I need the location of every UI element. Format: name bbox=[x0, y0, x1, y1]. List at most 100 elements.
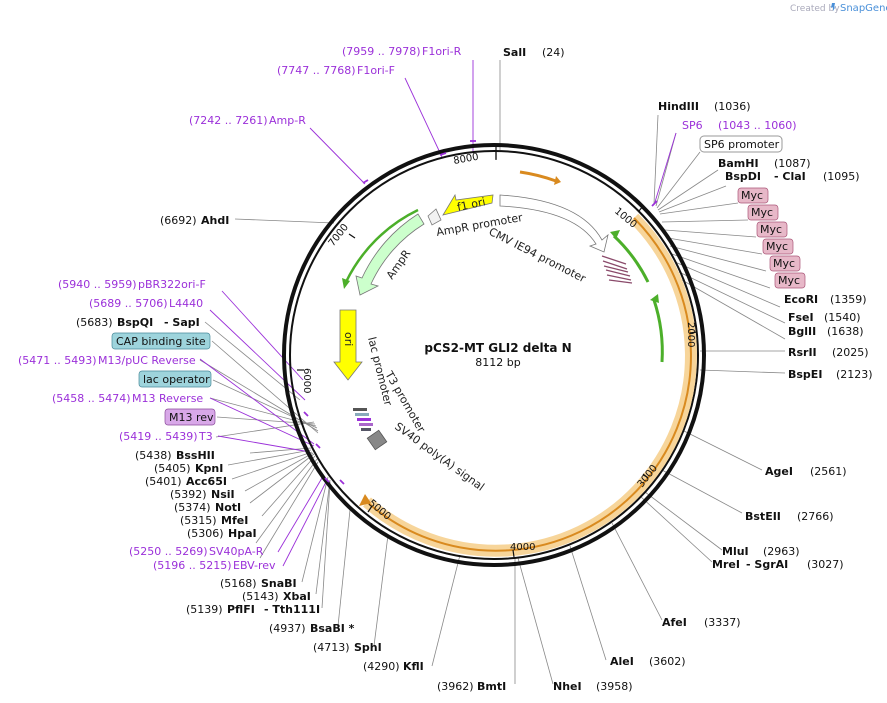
primer-name-l4440: L4440 bbox=[169, 297, 203, 310]
site-mlui-name: MluI bbox=[722, 545, 749, 558]
primer-range-t3: (5419 .. 5439) bbox=[119, 430, 198, 443]
site-alei-pos: (3602) bbox=[649, 655, 686, 668]
site-mfei-name: MfeI bbox=[221, 514, 248, 527]
site-afei-name: AfeI bbox=[662, 616, 687, 629]
lac-cluster bbox=[353, 408, 373, 431]
myc-label: Myc bbox=[766, 240, 788, 253]
snapgene-logo: SnapGene bbox=[840, 3, 887, 14]
site-bspdi-name: BspDI bbox=[725, 170, 761, 183]
site-bglii-name: BglII bbox=[788, 325, 816, 338]
site-xbai-name: XbaI bbox=[283, 590, 311, 603]
site-tth111i-name: - Tth111I bbox=[264, 603, 320, 616]
site-hpai-name: HpaI bbox=[228, 527, 257, 540]
site-sgrai-name: - SgrAI bbox=[746, 558, 788, 571]
ampr-green-arrow bbox=[344, 208, 419, 283]
site-rsrii-pos: (2025) bbox=[832, 346, 869, 359]
sv40-polya-label: SV40 poly(A) signal bbox=[392, 420, 487, 494]
myc-tag-region bbox=[601, 255, 633, 284]
site-alei-name: AleI bbox=[610, 655, 634, 668]
plasmid-name: pCS2-MT GLI2 delta N bbox=[424, 341, 571, 355]
primer-name-pbr322ori-f: pBR322ori-F bbox=[138, 278, 206, 291]
site-bsabi-pos: (4937) bbox=[269, 622, 306, 635]
primer-range-m13-reverse: (5458 .. 5474) bbox=[52, 392, 131, 405]
site-acc65i-pos: (5401) bbox=[145, 475, 182, 488]
site-mlui-pos: (2963) bbox=[763, 545, 800, 558]
m13-rev-label: M13 rev bbox=[169, 411, 214, 424]
primer-name-sv40pa-r: SV40pA-R bbox=[209, 545, 264, 558]
site-bsshii-pos: (5438) bbox=[135, 449, 172, 462]
primer-range-pbr322ori-f: (5940 .. 5959) bbox=[58, 278, 137, 291]
ampr-feature bbox=[355, 213, 425, 296]
insert-arrowhead bbox=[359, 494, 371, 506]
ori-label: ori bbox=[342, 332, 355, 346]
myc-label: Myc bbox=[741, 189, 763, 202]
site-pflfi-name: PflFI bbox=[227, 603, 255, 616]
myc-boxes: Myc Myc Myc Myc Myc Myc bbox=[737, 187, 806, 289]
site-sali-name: SalI bbox=[503, 46, 526, 59]
site-clai-name: - ClaI bbox=[774, 170, 806, 183]
upstream-orf-arrow bbox=[519, 170, 557, 183]
site-bmti-name: BmtI bbox=[477, 680, 506, 693]
site-pflfi-pos: (5139) bbox=[186, 603, 223, 616]
site-ecori-pos: (1359) bbox=[830, 293, 867, 306]
cap-binding-site-box bbox=[111, 332, 211, 350]
insert-green-arrow-2 bbox=[652, 299, 664, 363]
sv40-polya-feature bbox=[366, 429, 388, 451]
site-hpai-pos: (5306) bbox=[187, 527, 224, 540]
tick-1000: 1000 bbox=[612, 206, 639, 231]
tick-2000: 2000 bbox=[685, 322, 696, 347]
myc-label: Myc bbox=[760, 223, 782, 236]
primer-name-ebv-rev: EBV-rev bbox=[233, 559, 276, 572]
site-nhei-pos: (3958) bbox=[596, 680, 633, 693]
myc-label: Myc bbox=[751, 206, 773, 219]
backbone-inner-strand bbox=[289, 150, 699, 560]
primer-range-l4440: (5689 .. 5706) bbox=[89, 297, 168, 310]
site-mrei-pos: (3027) bbox=[807, 558, 844, 571]
site-nsii-name: NsiI bbox=[211, 488, 235, 501]
site-sapi-name: - SapI bbox=[164, 316, 200, 329]
site-rsrii-name: RsrII bbox=[788, 346, 817, 359]
primer-range-ebv-rev: (5196 .. 5215) bbox=[153, 559, 232, 572]
site-bmti-pos: (3962) bbox=[437, 680, 474, 693]
primer-leader-lines bbox=[199, 60, 677, 567]
site-sali-pos: (24) bbox=[542, 46, 565, 59]
ori-feature bbox=[333, 309, 363, 381]
primer-name-f1ori-f: F1ori-F bbox=[357, 64, 395, 77]
snapgene-icon bbox=[831, 3, 836, 11]
site-afei-pos: (3337) bbox=[704, 616, 741, 629]
site-bspdi-pos: (1095) bbox=[823, 170, 860, 183]
sp6-promoter-label: SP6 promoter bbox=[704, 138, 780, 151]
primer-marks bbox=[303, 140, 658, 485]
site-fsei-pos: (1540) bbox=[824, 311, 861, 324]
site-xbai-pos: (5143) bbox=[242, 590, 279, 603]
lac-operator-box bbox=[138, 370, 212, 388]
site-agei-pos: (2561) bbox=[810, 465, 847, 478]
site-bglii-pos: (1638) bbox=[827, 325, 864, 338]
primer-name-f1ori-r: F1ori-R bbox=[422, 45, 462, 58]
plasmid-length: 8112 bp bbox=[475, 356, 520, 369]
site-bspei-name: BspEI bbox=[788, 368, 822, 381]
f1-ori-label: f1 ori bbox=[456, 195, 487, 214]
lac-operator-label: lac operator bbox=[143, 373, 210, 386]
site-sphi-name: SphI bbox=[354, 641, 382, 654]
site-bspqi-pos: (5683) bbox=[76, 316, 113, 329]
site-bamhi-name: BamHI bbox=[718, 157, 759, 170]
site-kfli-name: KflI bbox=[403, 660, 424, 673]
insert-green-arrow-1 bbox=[612, 234, 650, 283]
primer-range-sp6: (1043 .. 1060) bbox=[718, 119, 797, 132]
primer-range-m13-puc-reverse: (5471 .. 5493) bbox=[18, 354, 97, 367]
site-bsteii-name: BstEII bbox=[745, 510, 781, 523]
primer-range-f1ori-r: (7959 .. 7978) bbox=[342, 45, 421, 58]
site-fsei-name: FseI bbox=[788, 311, 814, 324]
site-ahdi-pos: (6692) bbox=[160, 214, 197, 227]
primer-name-sp6: SP6 bbox=[682, 119, 703, 132]
tick-6000: 6000 bbox=[301, 368, 312, 393]
site-hindiii-pos: (1036) bbox=[714, 100, 751, 113]
created-by-text: Created by bbox=[790, 4, 840, 14]
tick-8000: 8000 bbox=[453, 152, 480, 167]
site-kpni-pos: (5405) bbox=[154, 462, 191, 475]
site-sphi-pos: (4713) bbox=[313, 641, 350, 654]
leader-lines bbox=[199, 60, 786, 685]
site-kpni-name: KpnI bbox=[195, 462, 223, 475]
primer-range-amp-r: (7242 .. 7261) bbox=[189, 114, 268, 127]
